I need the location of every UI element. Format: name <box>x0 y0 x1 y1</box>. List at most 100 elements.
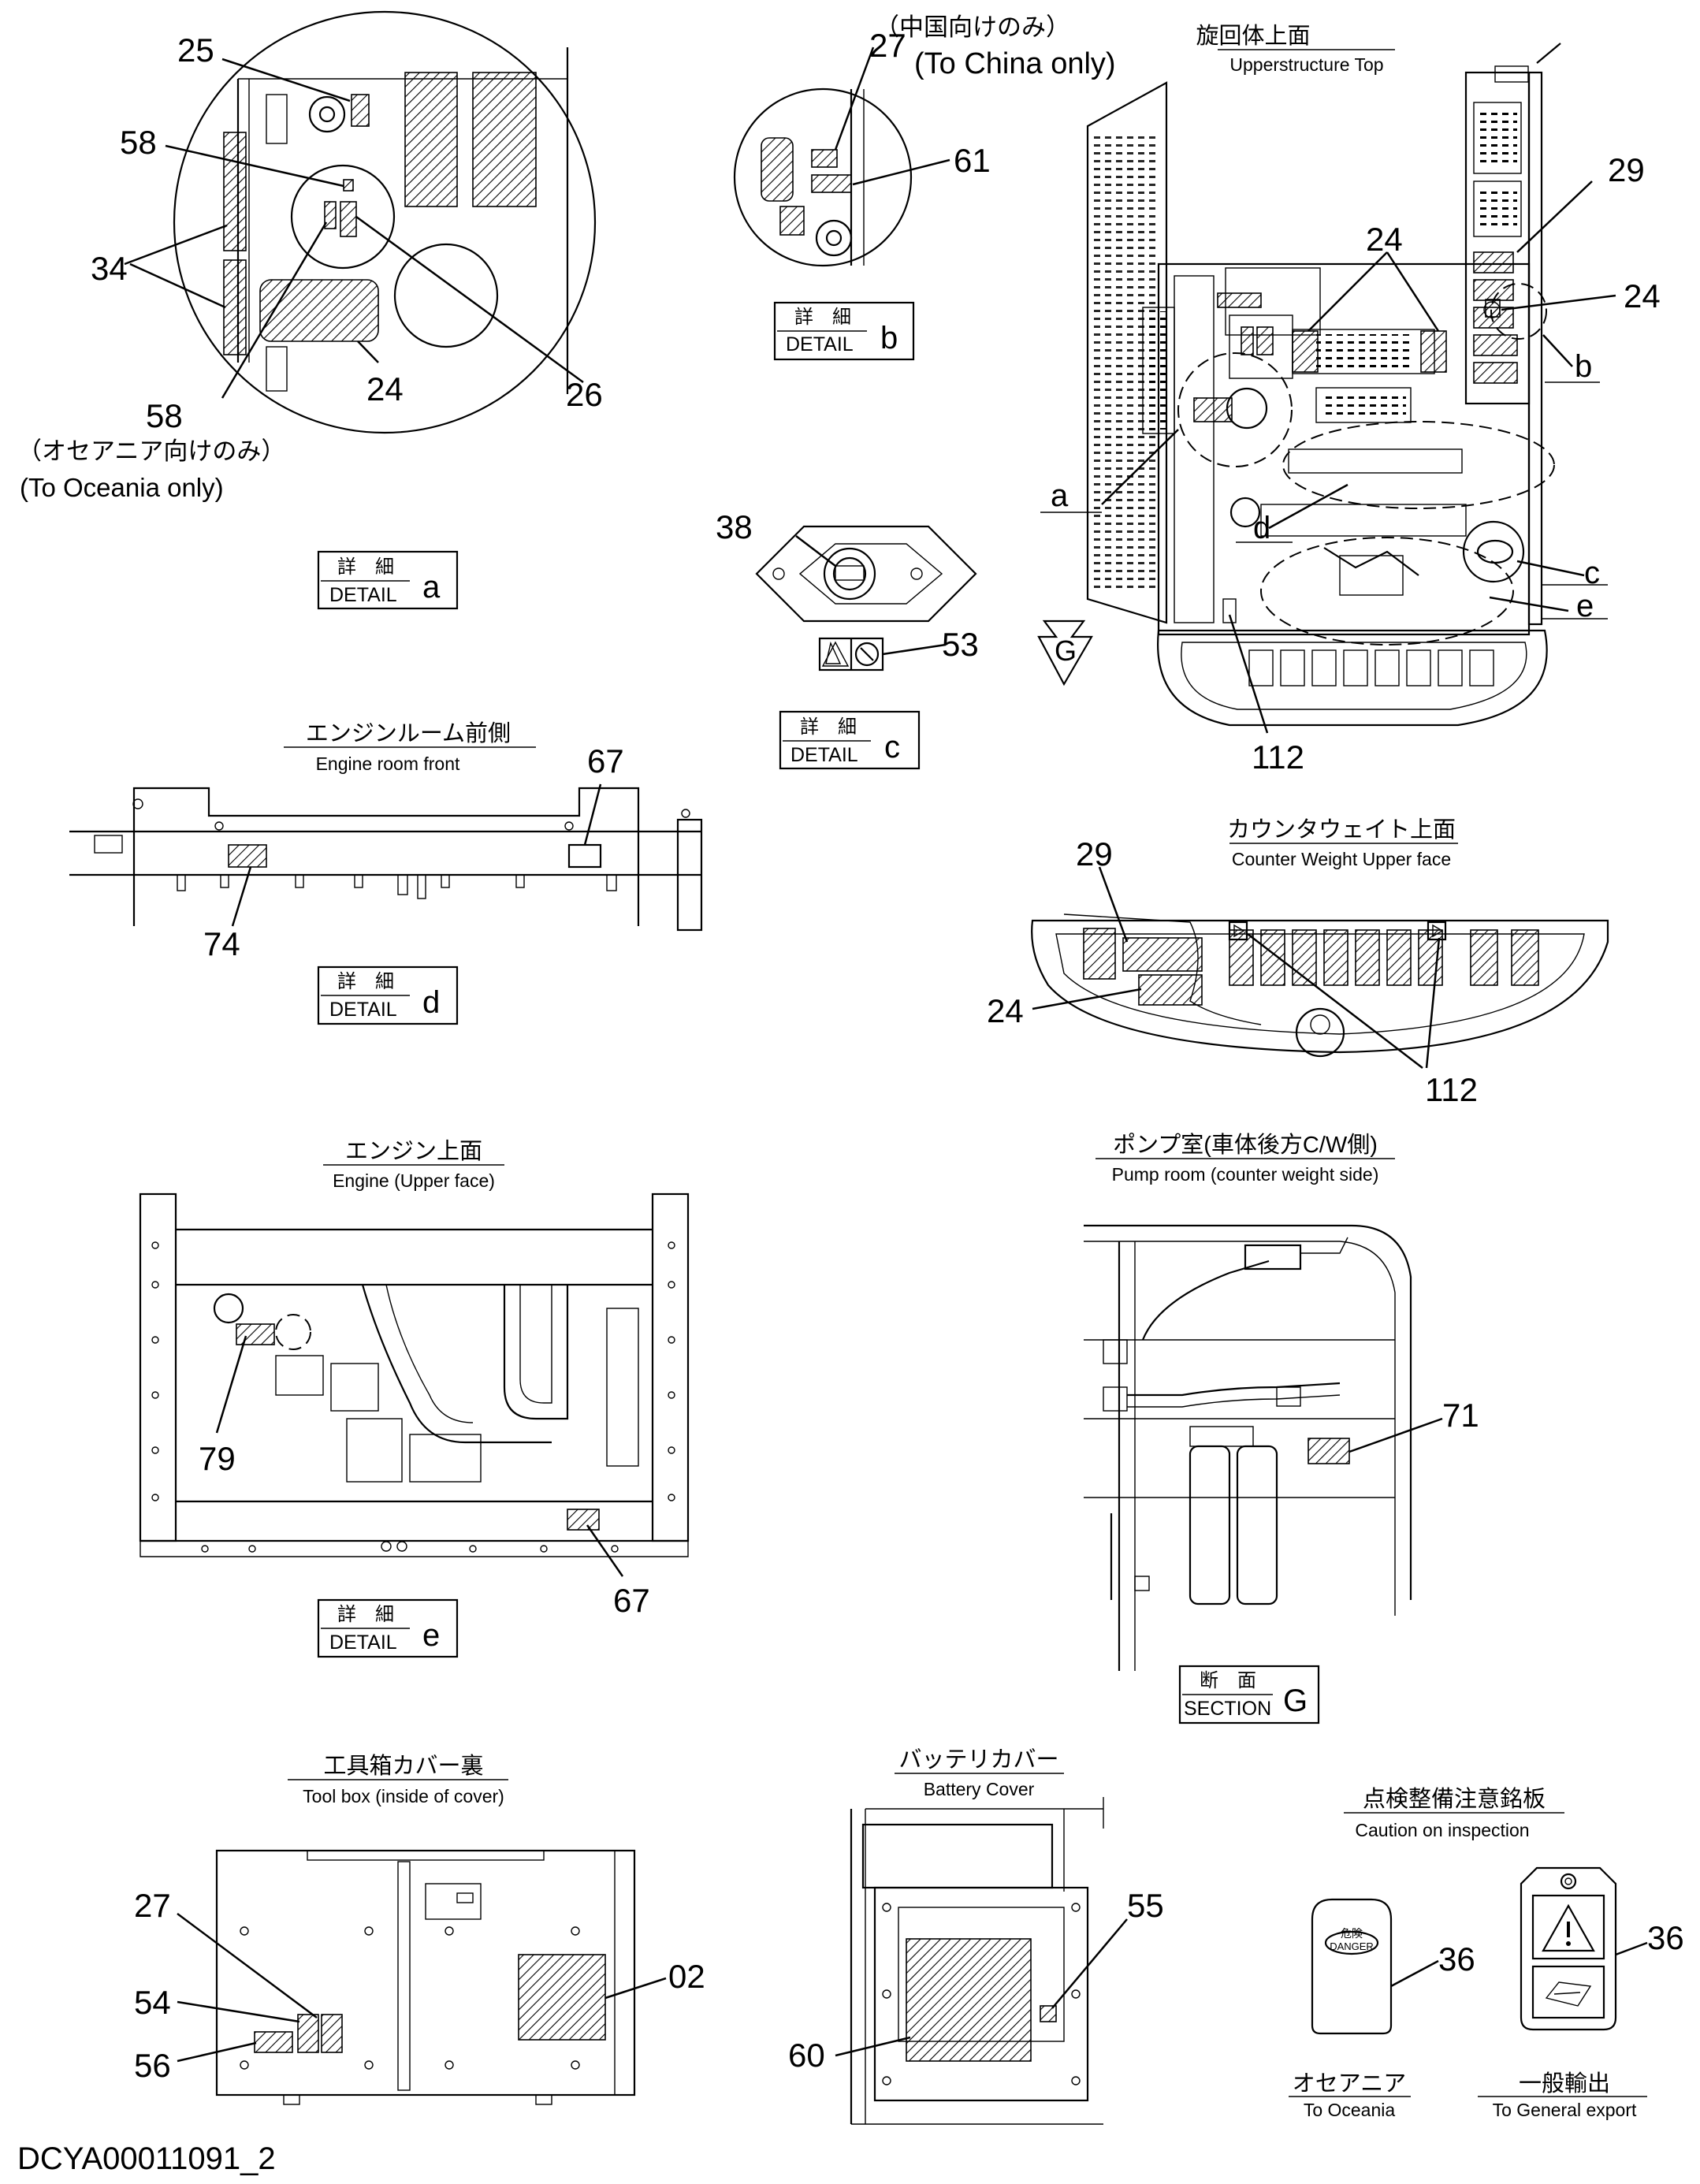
callout-29: 29 <box>1608 151 1645 188</box>
detail-b-label: 詳 細 DETAIL b <box>773 301 915 361</box>
pump-room-section-view: ポンプ室(車体後方C/W側) Pump room (counter weight… <box>1084 1132 1479 1725</box>
upperstructure-title-en: Upperstructure Top <box>1229 54 1383 75</box>
callout-112: 112 <box>1252 739 1304 776</box>
general-export-label-jp: 一般輸出 <box>1519 2071 1610 2097</box>
callout-71: 71 <box>1442 1397 1479 1434</box>
pump-room-title-jp: ポンプ室(車体後方C/W側) <box>1113 1132 1378 1158</box>
engine-room-front-view: エンジンルーム前側 Engine room front 67 74 詳 細 <box>69 720 703 1025</box>
callout-53: 53 <box>942 626 979 663</box>
callout-54: 54 <box>134 1984 171 2021</box>
detail-a-label: 詳 細 DETAIL a <box>317 550 459 610</box>
battery-cover-view: バッテリカバー Battery Cover 55 60 <box>788 1747 1164 2125</box>
svg-text:詳 細: 詳 細 <box>337 556 394 578</box>
callout-02: 02 <box>668 1958 705 1995</box>
drawing-number: DCYA00011091_2 <box>17 2141 276 2176</box>
callout-24: 24 <box>1624 277 1661 314</box>
section-g-label: 断 面 SECTION G <box>1178 1665 1320 1725</box>
callout-24: 24 <box>366 370 404 407</box>
svg-text:e: e <box>422 1618 440 1653</box>
svg-text:DETAIL: DETAIL <box>329 999 397 1021</box>
svg-text:c: c <box>884 730 900 765</box>
counterweight-title-jp: カウンタウェイト上面 <box>1227 817 1456 843</box>
callout-24: 24 <box>987 992 1024 1029</box>
callout-27: 27 <box>869 27 906 64</box>
callout-58: 58 <box>120 124 157 161</box>
callout-79: 79 <box>199 1440 236 1477</box>
upperstructure-top-view: 旋回体上面 Upperstructure Top <box>1037 23 1661 776</box>
svg-text:詳 細: 詳 細 <box>337 971 394 992</box>
counter-weight-upper-face-view: カウンタウェイト上面 Counter Weight Upper face 29 … <box>987 817 1609 1108</box>
toolbox-title-jp: 工具箱カバー裏 <box>323 1753 483 1779</box>
svg-text:DETAIL: DETAIL <box>329 1631 397 1654</box>
section-marker-g: G <box>1055 634 1077 667</box>
detail-c-label: 詳 細 DETAIL c <box>779 710 921 770</box>
caution-on-inspection-plates: 点検整備注意銘板 Caution on inspection 危険 DANGER… <box>1289 1786 1684 2120</box>
danger-label-jp: 危険 <box>1341 1927 1363 1940</box>
callout-36: 36 <box>1438 1940 1475 1978</box>
callout-25: 25 <box>177 32 214 69</box>
warning-triangle-icon <box>1542 1903 1595 1952</box>
detail-d-label: 詳 細 DETAIL d <box>317 965 459 1025</box>
marker-c: c <box>1584 556 1600 590</box>
svg-text:詳 細: 詳 細 <box>794 307 851 328</box>
callout-74: 74 <box>203 925 240 962</box>
danger-badge <box>1324 1930 1379 1955</box>
callout-34: 34 <box>91 250 128 287</box>
svg-text:G: G <box>1283 1684 1308 1718</box>
manual-book-icon <box>1545 1981 1592 2007</box>
svg-text:DETAIL: DETAIL <box>329 584 397 606</box>
oceania-label-jp: オセアニア <box>1293 2071 1406 2097</box>
general-export-label-en: To General export <box>1493 2100 1637 2120</box>
callout-67: 67 <box>613 1582 650 1619</box>
upperstructure-title-jp: 旋回体上面 <box>1196 23 1310 49</box>
caution-title-jp: 点検整備注意銘板 <box>1363 1786 1546 1812</box>
battery-title-jp: バッテリカバー <box>898 1747 1058 1773</box>
oceania-label-en: To Oceania <box>1304 2100 1396 2120</box>
toolbox-title-en: Tool box (inside of cover) <box>303 1786 504 1806</box>
callout-112: 112 <box>1425 1071 1478 1108</box>
svg-text:d: d <box>422 985 440 1020</box>
counterweight-title-en: Counter Weight Upper face <box>1232 849 1451 869</box>
svg-text:DETAIL: DETAIL <box>790 744 858 766</box>
marker-a: a <box>1051 478 1069 513</box>
engine-front-title-en: Engine room front <box>316 753 460 774</box>
callout-24: 24 <box>1366 221 1403 258</box>
danger-label-en: DANGER <box>1330 1940 1374 1952</box>
callout-58: 58 <box>146 397 183 434</box>
callout-55: 55 <box>1127 1887 1164 1924</box>
callout-61: 61 <box>954 142 991 179</box>
pump-room-title-en: Pump room (counter weight side) <box>1112 1164 1379 1185</box>
svg-text:a: a <box>422 570 441 605</box>
callout-56: 56 <box>134 2047 171 2084</box>
detail-e-label: 詳 細 DETAIL e <box>317 1598 459 1658</box>
svg-text:b: b <box>880 321 898 355</box>
svg-text:詳 細: 詳 細 <box>337 1604 394 1625</box>
callout-60: 60 <box>788 2037 825 2074</box>
engine-top-title-en: Engine (Upper face) <box>333 1170 495 1191</box>
marker-b: b <box>1575 349 1592 384</box>
callout-26: 26 <box>566 376 603 413</box>
detail-b: （中国向けのみ） (To China only) 27 61 詳 細 DETAI… <box>733 13 1116 361</box>
note-china-jp: （中国向けのみ） <box>875 13 1070 41</box>
callout-29: 29 <box>1076 835 1113 872</box>
svg-text:SECTION: SECTION <box>1184 1698 1271 1720</box>
svg-text:DETAIL: DETAIL <box>786 333 854 355</box>
callout-36: 36 <box>1647 1919 1684 1956</box>
detail-a: 25 58 34 58 24 26 （オセアニア向けのみ） (To Oceani… <box>17 10 603 610</box>
engine-front-title-jp: エンジンルーム前側 <box>306 720 511 746</box>
engine-top-title-jp: エンジン上面 <box>345 1139 482 1164</box>
callout-27: 27 <box>134 1887 171 1924</box>
svg-text:断 面: 断 面 <box>1200 1670 1256 1691</box>
note-china-en: (To China only) <box>914 47 1116 80</box>
marker-d: d <box>1253 511 1270 545</box>
svg-text:詳 細: 詳 細 <box>800 716 857 738</box>
callout-67: 67 <box>587 742 624 779</box>
battery-title-en: Battery Cover <box>924 1779 1035 1799</box>
detail-c: 38 53 詳 細 DETAIL c <box>716 508 979 770</box>
engine-upper-face-view: エンジン上面 Engine (Upper face) <box>139 1139 690 1658</box>
note-oceania-jp: （オセアニア向けのみ） <box>17 437 285 465</box>
tool-box-cover-view: 工具箱カバー裏 Tool box (inside of cover) 27 54… <box>134 1753 705 2105</box>
note-oceania-en: (To Oceania only) <box>20 473 224 502</box>
caution-title-en: Caution on inspection <box>1355 1820 1529 1840</box>
